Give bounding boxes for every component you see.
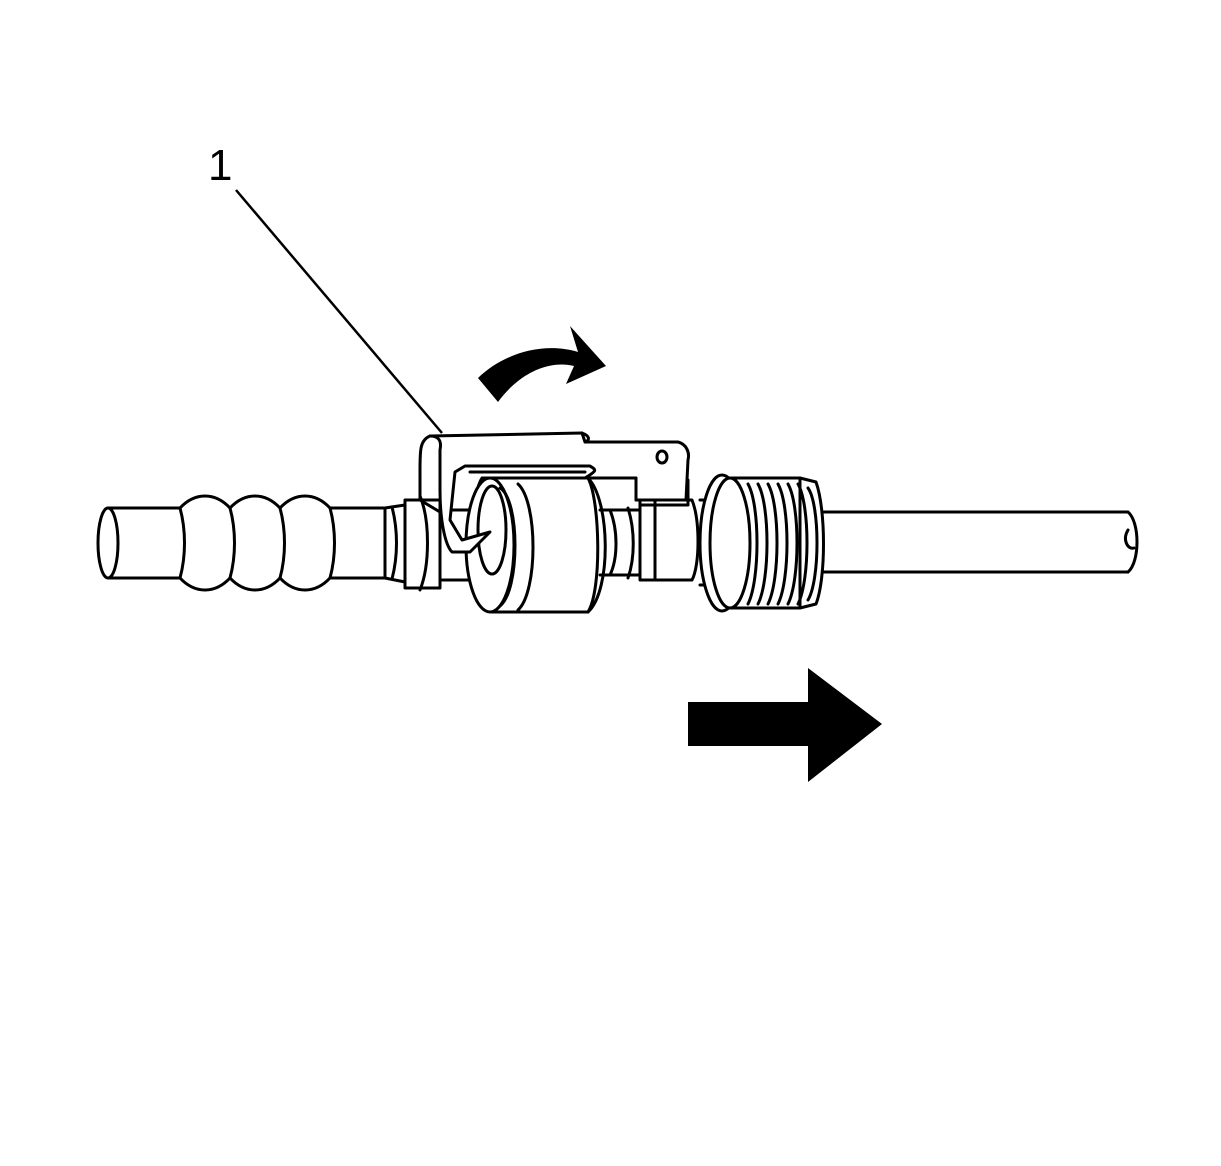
- right-tube: [822, 510, 1139, 574]
- pull-direction-arrow-icon: [688, 668, 882, 782]
- sleeve-body: [638, 478, 700, 582]
- rotate-arrow-icon: [478, 326, 606, 402]
- callout-label-1: 1: [208, 141, 232, 190]
- coupling-collar: [464, 476, 607, 614]
- left-hose: [96, 494, 387, 592]
- spring-lock-clip: [418, 431, 690, 554]
- threaded-fitting: [698, 473, 825, 613]
- callout-leader-line: [235, 189, 443, 434]
